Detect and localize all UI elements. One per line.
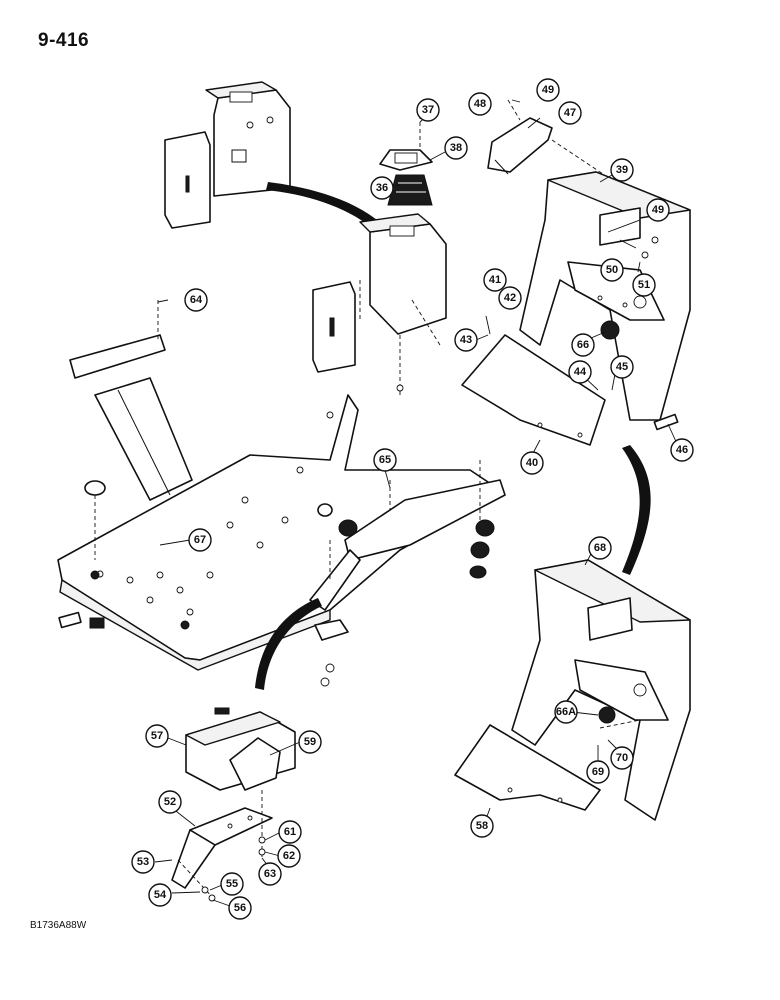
callout-label: 64 xyxy=(190,294,203,306)
callout-54: 54 xyxy=(148,883,172,907)
curved-pointer-arrow-lower xyxy=(255,598,322,690)
callout-label: 70 xyxy=(616,752,628,764)
callout-label: 67 xyxy=(194,534,206,546)
callout-label: 41 xyxy=(489,274,501,286)
callout-50: 50 xyxy=(600,258,624,282)
callout-58: 58 xyxy=(470,814,494,838)
callout-36: 36 xyxy=(370,176,394,200)
callout-68: 68 xyxy=(588,536,612,560)
callout-42: 42 xyxy=(498,286,522,310)
callout-51: 51 xyxy=(632,273,656,297)
floor-holes xyxy=(96,411,334,616)
page-number: 9-416 xyxy=(38,30,90,51)
callout-62: 62 xyxy=(277,844,301,868)
callout-label: 49 xyxy=(652,204,664,216)
callout-66a: 66A xyxy=(554,700,578,724)
callout-67: 67 xyxy=(188,528,212,552)
callout-label: 45 xyxy=(616,361,628,373)
callout-label: 39 xyxy=(616,164,628,176)
callout-37: 37 xyxy=(416,98,440,122)
callout-64: 64 xyxy=(184,288,208,312)
callout-label: 37 xyxy=(422,104,434,116)
callout-label: 54 xyxy=(154,889,167,901)
callout-41: 41 xyxy=(483,268,507,292)
callout-53: 53 xyxy=(131,850,155,874)
callout-52: 52 xyxy=(158,790,182,814)
callout-label: 56 xyxy=(234,902,246,914)
callout-label: 52 xyxy=(164,796,176,808)
seat-frame-68 xyxy=(454,559,691,821)
callout-label: 42 xyxy=(504,292,516,304)
callout-63: 63 xyxy=(258,862,282,886)
callout-61: 61 xyxy=(278,820,302,844)
callout-48: 48 xyxy=(468,92,492,116)
callout-label: 46 xyxy=(676,444,688,456)
callout-label: 36 xyxy=(376,182,388,194)
floor-plate xyxy=(57,300,506,687)
callout-38: 38 xyxy=(444,136,468,160)
callout-label: 48 xyxy=(474,98,486,110)
callout-label: 57 xyxy=(151,730,163,742)
callout-label: 53 xyxy=(137,856,149,868)
callout-label: 44 xyxy=(574,366,587,378)
callout-label: 55 xyxy=(226,878,238,890)
callout-55: 55 xyxy=(220,872,244,896)
callout-label: 58 xyxy=(476,820,488,832)
callout-56: 56 xyxy=(228,896,252,920)
callout-66: 66 xyxy=(571,333,595,357)
callout-label: 47 xyxy=(564,107,576,119)
cover-plate-47 xyxy=(487,99,613,181)
callout-label: 66A xyxy=(556,706,576,718)
bracket-52 xyxy=(171,790,273,902)
callout-59: 59 xyxy=(298,730,322,754)
callout-46: 46 xyxy=(670,438,694,462)
callout-label: 40 xyxy=(526,457,538,469)
callout-label: 51 xyxy=(638,279,650,291)
callout-label: 59 xyxy=(304,736,316,748)
curved-pointer-arrow xyxy=(266,182,382,228)
callout-label: 68 xyxy=(594,542,606,554)
console-housing-detail xyxy=(164,81,291,229)
callout-49-top: 49 xyxy=(536,78,560,102)
callout-39: 39 xyxy=(610,158,634,182)
toolbox-57 xyxy=(185,707,296,791)
callout-49-right: 49 xyxy=(646,198,670,222)
callout-47: 47 xyxy=(558,101,582,125)
callout-43: 43 xyxy=(454,328,478,352)
callout-70: 70 xyxy=(610,746,634,770)
callout-label: 38 xyxy=(450,142,462,154)
callout-label: 61 xyxy=(284,826,296,838)
drawing-code: B1736A88W xyxy=(30,920,87,931)
callout-label: 66 xyxy=(577,339,589,351)
callout-label: 69 xyxy=(592,766,604,778)
callout-69: 69 xyxy=(586,760,610,784)
callout-40: 40 xyxy=(520,451,544,475)
callout-label: 43 xyxy=(460,334,472,346)
callout-45: 45 xyxy=(610,355,634,379)
callout-label: 62 xyxy=(283,850,295,862)
callout-44: 44 xyxy=(568,360,592,384)
callout-label: 49 xyxy=(542,84,554,96)
callout-label: 50 xyxy=(606,264,618,276)
callout-label: 65 xyxy=(379,454,391,466)
curved-pointer-arrow-right xyxy=(622,445,651,575)
callout-57: 57 xyxy=(145,724,169,748)
callout-65: 65 xyxy=(373,448,397,472)
center-console xyxy=(312,115,447,395)
callout-label: 63 xyxy=(264,868,276,880)
